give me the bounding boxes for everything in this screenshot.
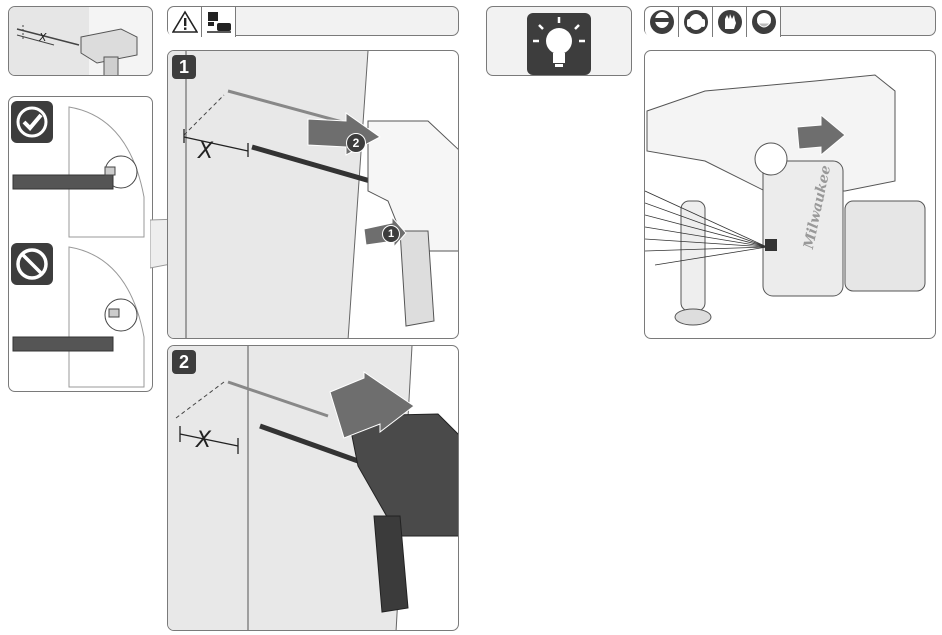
depth-stop-icon-box <box>202 7 236 37</box>
thumbnail-dimension-label: X <box>39 31 47 44</box>
bit-insertion-detail-illustration <box>12 106 145 388</box>
step-1-callout-2: 2 <box>346 133 366 153</box>
warning-triangle-icon <box>171 10 198 33</box>
eye-protection-icon-box <box>645 7 679 37</box>
left-header-bar <box>167 6 459 37</box>
step-1-panel: 1 X 2 1 <box>167 50 459 339</box>
thumbnail-illustration <box>9 7 138 75</box>
bit-insertion-detail-panel <box>8 96 153 392</box>
gloves-icon <box>717 10 742 34</box>
dust-mask-icon-box <box>747 7 781 37</box>
ppe-header-bar <box>644 6 936 37</box>
step-1-badge: 1 <box>172 55 196 79</box>
light-bulb-icon <box>527 13 591 75</box>
step-1-callout-1: 1 <box>382 225 400 243</box>
step-2-dimension-label: X <box>196 428 212 453</box>
rotary-hammer-panel: Milwaukee <box>644 50 936 339</box>
dust-mask-icon <box>751 10 776 34</box>
no-entry-circle-icon <box>11 243 53 285</box>
depth-stop-icon <box>206 12 231 33</box>
step-1-dimension-label: X <box>198 139 214 164</box>
step-2-illustration <box>168 346 458 630</box>
rotary-hammer-illustration <box>645 74 926 326</box>
ear-protection-icon-box <box>679 7 713 37</box>
step-2-panel: 2 X <box>167 345 459 631</box>
thumbnail-panel: X <box>8 6 153 76</box>
tip-panel <box>486 6 632 76</box>
warning-icon-box <box>168 7 202 37</box>
step-1-illustration <box>168 51 458 338</box>
eye-protection-icon <box>649 10 674 34</box>
ear-protection-icon <box>683 10 708 34</box>
step-2-badge: 2 <box>172 350 196 374</box>
gloves-icon-box <box>713 7 747 37</box>
check-circle-icon <box>11 101 53 143</box>
